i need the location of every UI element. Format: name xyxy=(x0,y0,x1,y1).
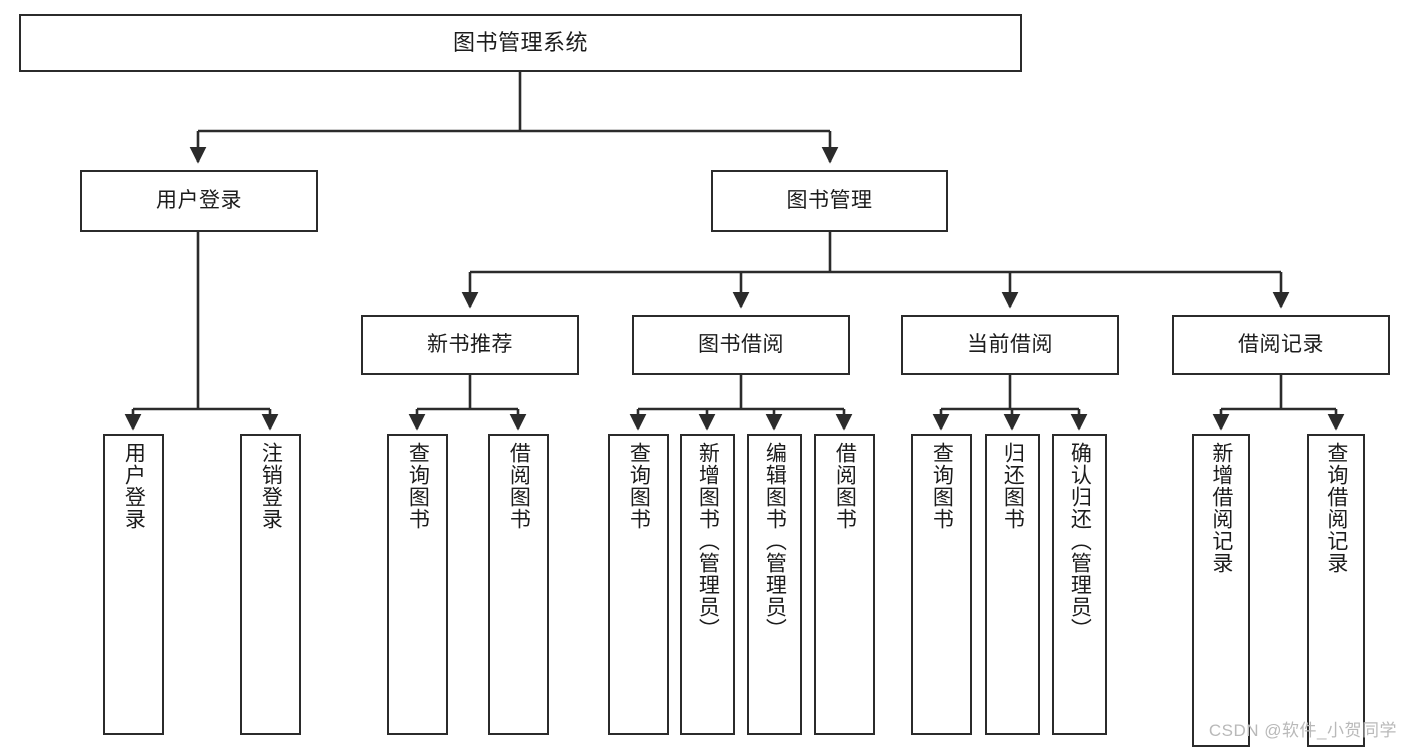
node-label: 新增图书（管理员） xyxy=(696,442,720,640)
node-book-management-system[interactable]: 图书管理系统 xyxy=(19,14,1022,72)
node-leaf-return-book[interactable]: 归还图书 xyxy=(985,434,1040,735)
node-label: 借阅图书 xyxy=(507,442,531,530)
node-label: 借阅记录 xyxy=(1238,332,1324,356)
watermark: CSDN @软件_小贺同学 xyxy=(1208,721,1397,740)
node-leaf-query-book-3[interactable]: 查询图书 xyxy=(911,434,972,735)
node-leaf-user-login[interactable]: 用户登录 xyxy=(103,434,164,735)
node-label: 用户登录 xyxy=(156,188,242,212)
node-label: 查询图书 xyxy=(406,442,430,530)
node-leaf-query-book-1[interactable]: 查询图书 xyxy=(387,434,448,735)
node-label: 查询图书 xyxy=(627,442,651,530)
node-label: 编辑图书（管理员） xyxy=(763,442,787,640)
node-leaf-add-book[interactable]: 新增图书（管理员） xyxy=(680,434,735,735)
node-book-management[interactable]: 图书管理 xyxy=(711,170,948,232)
node-label: 当前借阅 xyxy=(967,332,1053,356)
node-label: 图书借阅 xyxy=(698,332,784,356)
node-label: 新书推荐 xyxy=(427,332,513,356)
node-new-book-recommend[interactable]: 新书推荐 xyxy=(361,315,579,375)
node-leaf-logout[interactable]: 注销登录 xyxy=(240,434,301,735)
node-label: 图书管理系统 xyxy=(452,30,588,56)
node-user-login[interactable]: 用户登录 xyxy=(80,170,318,232)
node-leaf-add-record[interactable]: 新增借阅记录 xyxy=(1192,434,1250,747)
node-leaf-borrow-book-1[interactable]: 借阅图书 xyxy=(488,434,549,735)
node-label: 注销登录 xyxy=(259,442,283,530)
node-current-borrow[interactable]: 当前借阅 xyxy=(901,315,1119,375)
node-leaf-edit-book[interactable]: 编辑图书（管理员） xyxy=(747,434,802,735)
node-label: 查询图书 xyxy=(930,442,954,530)
node-label: 归还图书 xyxy=(1001,442,1025,530)
node-leaf-confirm-return[interactable]: 确认归还（管理员） xyxy=(1052,434,1107,735)
node-leaf-query-book-2[interactable]: 查询图书 xyxy=(608,434,669,735)
node-label: 图书管理 xyxy=(786,188,873,212)
node-label: 借阅图书 xyxy=(833,442,857,530)
node-label: 用户登录 xyxy=(122,442,146,530)
node-borrow-records[interactable]: 借阅记录 xyxy=(1172,315,1390,375)
node-label: 查询借阅记录 xyxy=(1324,442,1348,574)
node-leaf-query-record[interactable]: 查询借阅记录 xyxy=(1307,434,1365,747)
node-label: 确认归还（管理员） xyxy=(1068,442,1092,640)
node-book-borrow[interactable]: 图书借阅 xyxy=(632,315,850,375)
node-leaf-borrow-book-2[interactable]: 借阅图书 xyxy=(814,434,875,735)
node-label: 新增借阅记录 xyxy=(1209,442,1233,574)
